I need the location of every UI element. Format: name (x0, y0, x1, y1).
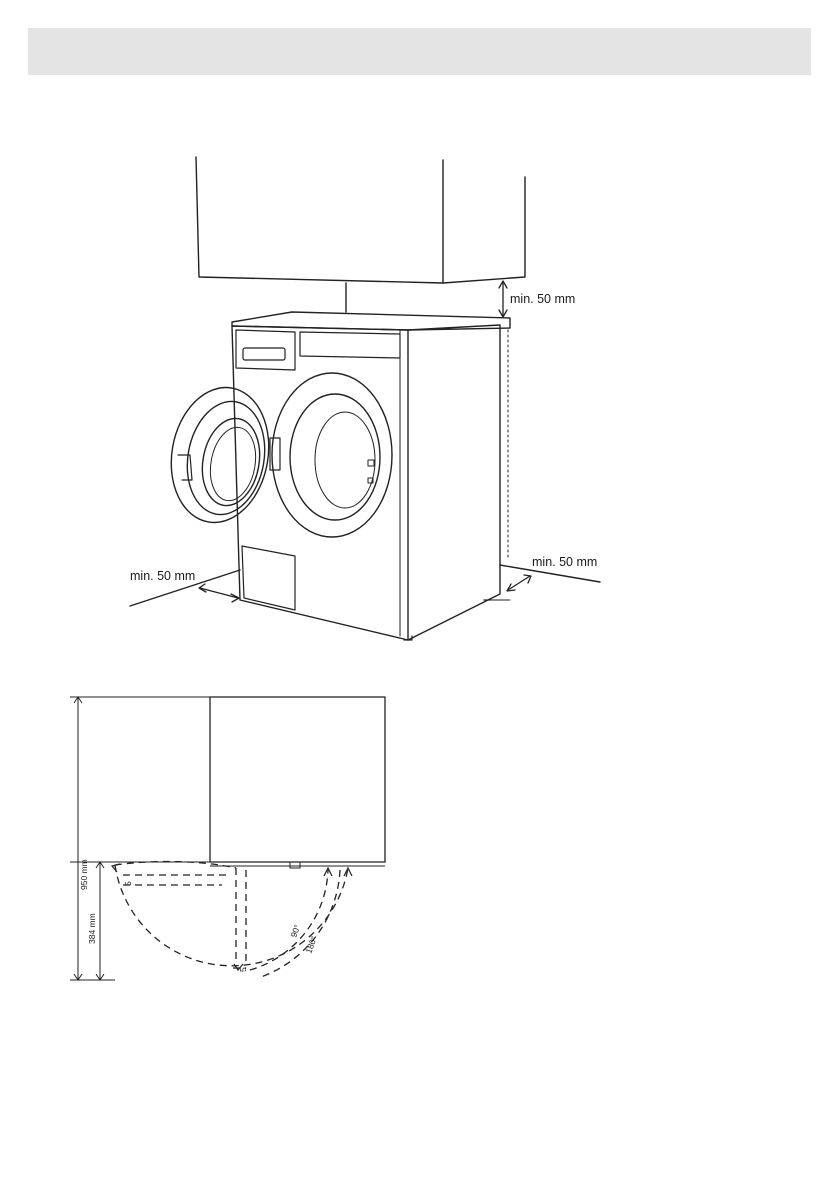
gap-bottom-label: 5 (238, 967, 248, 972)
angle-180-label: 180° (303, 935, 318, 955)
angle-90-label: 90° (288, 923, 302, 939)
height-label: 950 mm (79, 859, 89, 890)
door-swing-paths (115, 862, 348, 978)
door-depth-label: 384 mm (87, 913, 97, 944)
machine-top-view (70, 697, 385, 868)
gap-top-label: 5 (123, 881, 133, 886)
